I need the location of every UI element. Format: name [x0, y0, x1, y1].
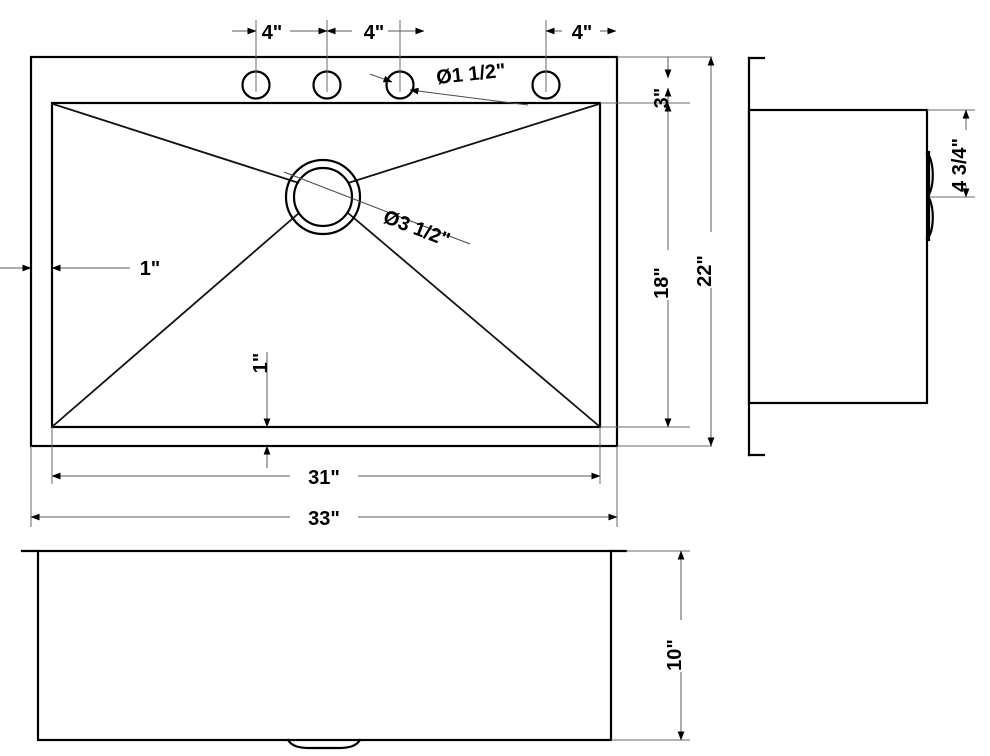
dim-label-drain-diameter: Ø3 1/2" [380, 206, 453, 251]
basin-slope-lines [52, 103, 600, 427]
dim-rim-bottom: 1" [250, 352, 272, 468]
dim-overall-width: 33" [30, 508, 618, 530]
dim-label-hole-spacing-3: 4" [572, 22, 593, 44]
dim-basin-width: 31" [51, 467, 601, 489]
dim-overall-height: 22" [694, 56, 716, 447]
dim-faucet-hole-diameter: Ø1 1/2" [369, 60, 529, 106]
dim-basin-height: 18" [651, 102, 673, 428]
dim-label-rim-bottom: 1" [250, 353, 272, 374]
faucet-hole-group [241, 70, 561, 100]
dim-rim-to-basin-top: 3" [651, 57, 673, 108]
dim-label-front-depth: 10" [664, 639, 686, 671]
vertical-dim-extension-lines [600, 56, 712, 447]
dim-rim-left: 1" [0, 258, 160, 280]
dim-side-protrusion: 4 3/4" [927, 109, 975, 198]
drain-opening [284, 158, 362, 236]
sink-outer-rim [29, 55, 619, 448]
sink-inner-basin [50, 101, 602, 429]
dim-label-faucet-hole-diameter: Ø1 1/2" [435, 60, 506, 89]
drain-inner-circle [292, 166, 354, 228]
drain-outer-circle [284, 158, 362, 236]
side-view-group: 4 3/4" [747, 56, 975, 457]
dim-label-overall-height: 22" [694, 255, 716, 287]
top-view-group: 4" 4" 4" Ø1 1/2" Ø3 1/2" [0, 20, 716, 530]
front-view-group: 10" [20, 549, 690, 750]
dim-label-overall-width: 33" [308, 508, 340, 530]
side-view-body [747, 108, 929, 405]
dim-label-hole-spacing-1: 4" [262, 22, 283, 44]
dim-hole-spacing-3: 4" [545, 22, 617, 44]
dim-label-rim-left: 1" [140, 258, 161, 280]
front-view-drain-bump [286, 738, 362, 750]
dim-hole-spacing-1: 4" [232, 22, 328, 44]
dim-front-depth: 10" [611, 550, 690, 741]
dim-drain-diameter: Ø3 1/2" [283, 171, 471, 252]
dim-label-basin-height: 18" [651, 267, 673, 299]
dim-label-rim-to-basin-top: 3" [651, 88, 673, 109]
front-view-body [36, 549, 613, 742]
dim-label-basin-width: 31" [308, 467, 340, 489]
dim-label-side-protrusion: 4 3/4" [949, 138, 971, 192]
dim-hole-spacing-2: 4" [326, 22, 425, 44]
dim-label-hole-spacing-2: 4" [364, 22, 385, 44]
